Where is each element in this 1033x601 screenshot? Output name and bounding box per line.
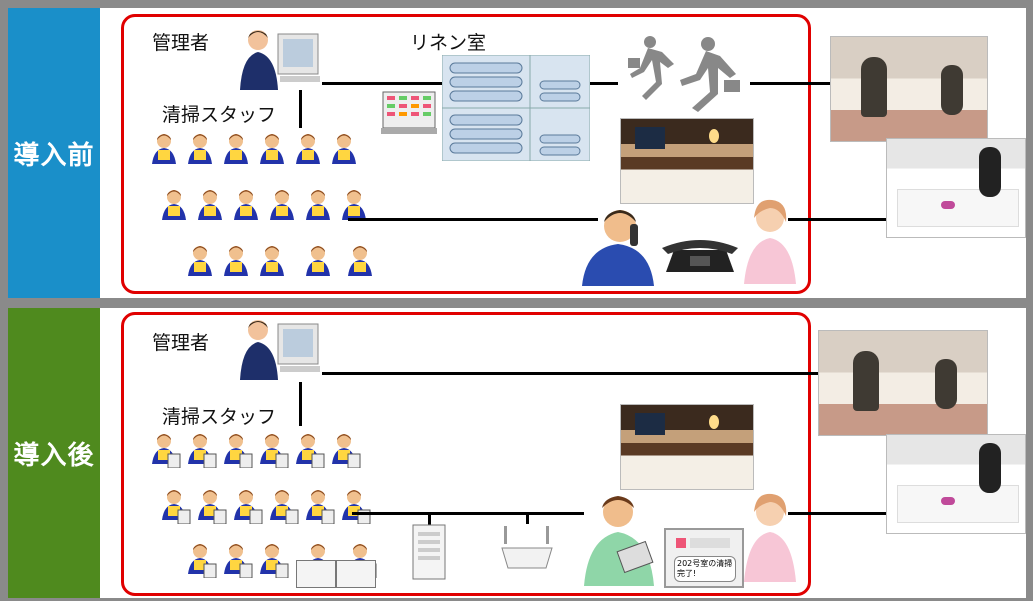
running-people-icon (622, 34, 752, 114)
after-manager-to-photo-line (322, 372, 830, 375)
before-staff-row-1 (148, 132, 360, 164)
access-point-icon (498, 522, 556, 572)
staff-tablet-icon (220, 432, 253, 468)
before-label: 導入前 (8, 8, 100, 298)
staff-tablet-icon (266, 488, 299, 524)
tablet-icon (336, 560, 376, 588)
runners-to-photo-line (750, 82, 832, 85)
hotel-room-photo (620, 118, 754, 204)
receptionist-icon (740, 492, 798, 582)
before-phone-to-photo-line (788, 218, 886, 221)
housekeeping-photo (886, 434, 1026, 534)
ap-drop-line (526, 512, 529, 524)
staff-tablet-icon (194, 488, 227, 524)
receptionist-icon (740, 198, 798, 284)
phone-icon (660, 236, 740, 274)
staff-person-icon (292, 132, 324, 164)
shift-board-icon (381, 90, 437, 136)
staff-person-icon (184, 244, 216, 276)
manager-computer-icon (236, 28, 328, 96)
before-staff-label: 清掃スタッフ (162, 104, 277, 126)
after-network-line (352, 512, 584, 515)
staff-tablet-icon (184, 542, 217, 578)
staff-tablet-icon (220, 542, 253, 578)
staff-person-icon (158, 188, 190, 220)
staff-tablet-icon (328, 432, 361, 468)
after-staff-row-1 (148, 432, 361, 468)
staff-person-icon (256, 244, 288, 276)
tablet-user-icon (580, 492, 660, 586)
after-staff-row-2 (158, 488, 371, 524)
linen-room-label: リネン室 (410, 32, 487, 54)
after-staff-to-photo-line (788, 512, 886, 515)
staff-person-icon (230, 188, 262, 220)
linen-to-runners-line (590, 82, 618, 85)
phone-caller-icon (578, 204, 656, 286)
housekeeping-photo (830, 36, 988, 142)
server-drop-line (428, 512, 431, 526)
before-staff-row-2 (158, 188, 370, 220)
before-staff-to-phone-line (348, 218, 598, 221)
staff-tablet-icon (256, 542, 289, 578)
staff-tablet-icon (338, 488, 371, 524)
staff-tablet-icon (184, 432, 217, 468)
manager-computer-icon (236, 318, 328, 386)
staff-person-icon (194, 188, 226, 220)
tablet-icon (296, 560, 336, 588)
server-icon (412, 524, 446, 580)
staff-tablet-icon (158, 488, 191, 524)
before-staff-row-3 (184, 244, 376, 276)
staff-person-icon (148, 132, 180, 164)
staff-person-icon (302, 244, 334, 276)
before-manager-label: 管理者 (152, 32, 210, 54)
after-manager-to-staff-line (299, 382, 302, 426)
tablet-screen: 202号室の清掃完了! (664, 528, 744, 588)
staff-person-icon (266, 188, 298, 220)
staff-person-icon (220, 244, 252, 276)
staff-tablet-icon (256, 432, 289, 468)
staff-tablet-icon (230, 488, 263, 524)
tablet-note: 202号室の清掃完了! (674, 556, 736, 582)
staff-person-icon (220, 132, 252, 164)
staff-person-icon (302, 188, 334, 220)
linen-shelf-icon (441, 54, 591, 162)
housekeeping-photo (886, 138, 1026, 238)
after-label: 導入後 (8, 308, 100, 598)
staff-person-icon (328, 132, 360, 164)
hotel-room-photo (620, 404, 754, 490)
staff-person-icon (256, 132, 288, 164)
staff-tablet-icon (292, 432, 325, 468)
staff-tablet-icon (302, 488, 335, 524)
after-staff-label: 清掃スタッフ (162, 406, 277, 428)
staff-person-icon (344, 244, 376, 276)
after-manager-label: 管理者 (152, 332, 210, 354)
staff-person-icon (338, 188, 370, 220)
before-manager-to-staff-line (299, 90, 302, 128)
before-manager-to-linen-line (322, 82, 444, 85)
staff-tablet-icon (148, 432, 181, 468)
housekeeping-photo (818, 330, 988, 436)
staff-person-icon (184, 132, 216, 164)
